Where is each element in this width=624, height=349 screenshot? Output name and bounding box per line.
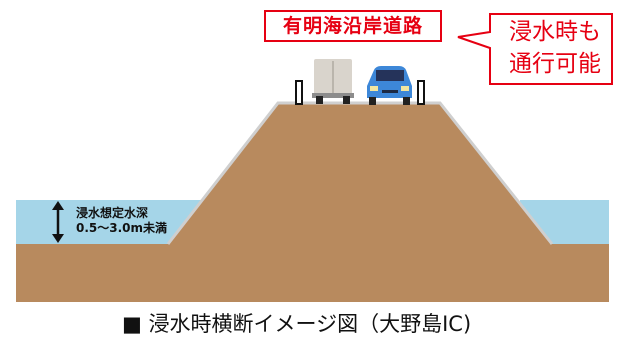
figure-caption: ■ 浸水時横断イメージ図（大野島IC) [122,312,472,336]
callout-line-2: 通行可能 [509,51,601,77]
flood-depth-label: 浸水想定水深 0.5～3.0m未満 [76,206,167,236]
callout-text: 浸水時も 通行可能 [496,16,614,80]
callout-bubble [457,13,613,85]
flood-depth-range: 0.5～3.0m未満 [76,221,168,235]
guardrail-post-right [417,80,425,105]
embankment [16,103,609,302]
depth-arrow [52,201,64,243]
car-icon [367,66,412,105]
road-name-label: 有明海沿岸道路 [264,10,442,42]
guardrail-post-left [295,80,303,105]
callout-line-1: 浸水時も [509,19,601,45]
embankment-edge [166,101,554,245]
flood-depth-title: 浸水想定水深 [76,206,149,220]
truck-icon [312,59,354,104]
